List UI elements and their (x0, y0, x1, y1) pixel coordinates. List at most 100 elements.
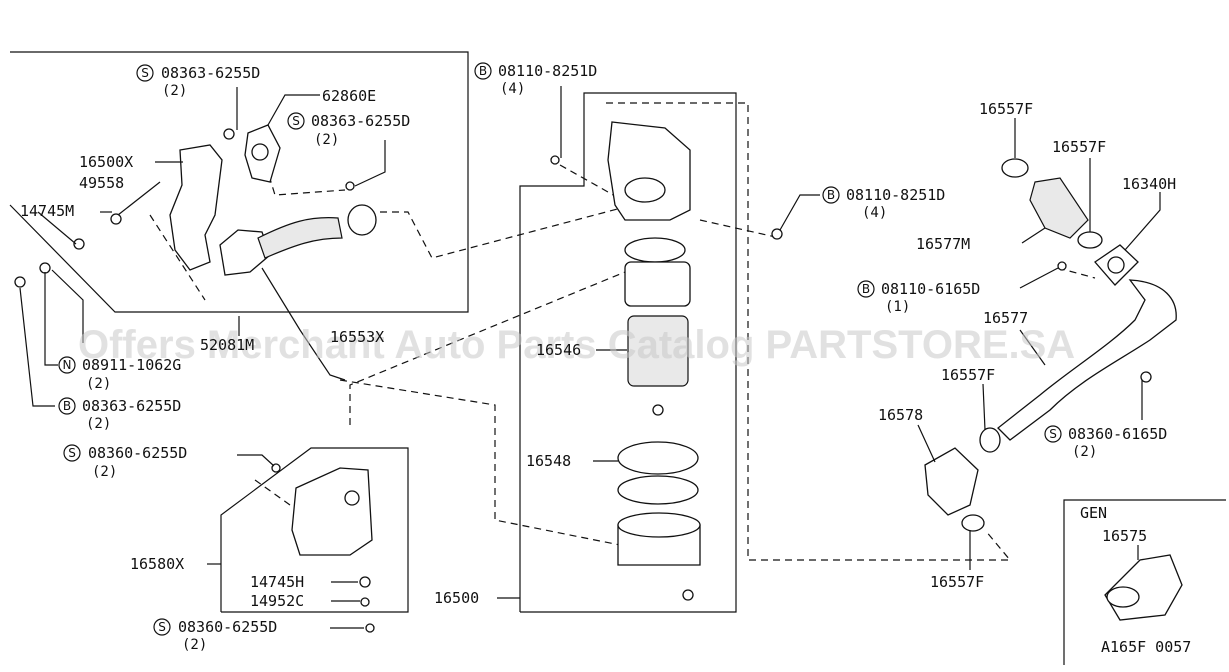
prefix-circle (136, 64, 154, 82)
label-16553x: 16553X (330, 328, 384, 346)
gen-frame (1063, 499, 1226, 665)
part-number: 08363-6255D (82, 397, 181, 415)
prefix-letter: S (292, 114, 300, 128)
part-number: 08360-6255D (88, 444, 187, 462)
prefix-circle (58, 397, 76, 415)
bolt-08110-right (771, 228, 783, 240)
grommet-14745h (359, 576, 371, 588)
part-number: 08363-6255D (161, 64, 260, 82)
duct-16500x (169, 144, 223, 271)
part-number: 08110-8251D (846, 186, 945, 204)
label-49558: 49558 (79, 174, 124, 192)
label-52081m: 52081M (200, 336, 254, 354)
callout-b-08110-top: B 08110-8251D (4) (474, 62, 597, 97)
bolt-08363 (14, 276, 26, 288)
label-16546: 16546 (536, 341, 581, 359)
label-16578: 16578 (878, 406, 923, 424)
label-14952c: 14952C (250, 592, 304, 610)
seal-16548 (617, 441, 699, 475)
bolt-08360-6165 (1140, 371, 1152, 383)
nut-49558 (110, 213, 122, 225)
clamp-16557f-b (1077, 231, 1103, 249)
prefix-circle (153, 618, 171, 636)
quantity: (1) (885, 299, 910, 315)
callout-s-08363-top: S 08363-6255D (2) (136, 64, 260, 99)
hose-ring (347, 204, 377, 236)
quantity: (4) (500, 81, 525, 97)
label-16548: 16548 (526, 452, 571, 470)
prefix-letter: S (68, 446, 76, 460)
case-gasket (624, 237, 686, 263)
clamp-16557f-a (1001, 158, 1029, 178)
label-62860e: 62860E (322, 87, 376, 105)
part-number: 08360-6255D (178, 618, 277, 636)
air-cleaner-upper-case (607, 121, 691, 221)
air-cleaner-frame (519, 92, 737, 613)
resonator-port (344, 490, 360, 506)
quantity: (2) (92, 464, 117, 480)
label-16575: 16575 (1102, 527, 1147, 545)
clamp-16557f-d (961, 514, 985, 532)
diagram-code: A165F 0057 (1101, 638, 1191, 656)
label-16557f-a: 16557F (979, 100, 1033, 118)
bolt-right (345, 181, 355, 191)
callout-b-08110-6165: B 08110-6165D (1) (857, 280, 980, 315)
label-16577: 16577 (983, 309, 1028, 327)
label-16580x: 16580X (130, 555, 184, 573)
bolt-08110-6165 (1057, 261, 1067, 271)
prefix-letter: S (141, 66, 149, 80)
label-16557f-b: 16557F (1052, 138, 1106, 156)
filter-housing (624, 261, 691, 307)
label-16500x: 16500X (79, 153, 133, 171)
label-16577m: 16577M (916, 235, 970, 253)
quantity: (4) (862, 205, 887, 221)
label-14745h: 14745H (250, 573, 304, 591)
wing-nut (652, 404, 664, 416)
clip-lower (682, 589, 694, 601)
callouts: S 08363-6255D (2) 62860E S 08363-6255D (… (20, 62, 1191, 656)
collar-14952c (360, 597, 370, 607)
resonator-16580x (291, 467, 373, 556)
bolt-bottom (365, 623, 375, 633)
clamp-16557f-c (979, 427, 1001, 453)
seal-ring-2 (617, 475, 699, 505)
callout-s-08363-mid: S 08363-6255D (2) (287, 112, 410, 148)
label-16340h: 16340H (1122, 175, 1176, 193)
elbow-16578 (924, 447, 979, 516)
resonator-frame (220, 447, 409, 613)
prefix-letter: B (862, 282, 870, 296)
callout-b-08363: B 08363-6255D (2) (58, 397, 181, 432)
prefix-circle (63, 444, 81, 462)
duct-16577 (997, 279, 1177, 441)
quantity: (2) (86, 416, 111, 432)
quantity: (2) (162, 83, 187, 99)
prefix-letter: S (158, 620, 166, 634)
bolt-top (223, 128, 235, 140)
leader-lines (19, 86, 1161, 629)
bracket-hole (251, 143, 269, 161)
part-drawings (14, 121, 1183, 633)
prefix-letter: B (479, 64, 487, 78)
quantity: (2) (1072, 444, 1097, 460)
washer-14745m (73, 238, 85, 250)
quantity: (2) (314, 132, 339, 148)
label-gen: GEN (1080, 504, 1107, 522)
prefix-circle (857, 280, 875, 298)
prefix-circle (822, 186, 840, 204)
part-number: 08360-6165D (1068, 425, 1167, 443)
quantity: (2) (182, 637, 207, 653)
part-number: 08363-6255D (311, 112, 410, 130)
air-cleaner-outlet (624, 177, 666, 203)
lower-case-rim (617, 512, 701, 538)
frames (9, 51, 1226, 665)
prefix-circle (474, 62, 492, 80)
flange-hole (1107, 256, 1125, 274)
duct-16575-opening (1106, 586, 1140, 608)
callout-s-08360-right: S 08360-6165D (2) (1044, 425, 1167, 460)
prefix-letter: N (63, 358, 72, 372)
part-number: 08110-8251D (498, 62, 597, 80)
callout-s-08360-bottom: S 08360-6255D (2) (153, 618, 277, 653)
prefix-circle (1044, 425, 1062, 443)
watermark: Offers Merchant Auto Parts Catalog PARTS… (78, 323, 1075, 367)
